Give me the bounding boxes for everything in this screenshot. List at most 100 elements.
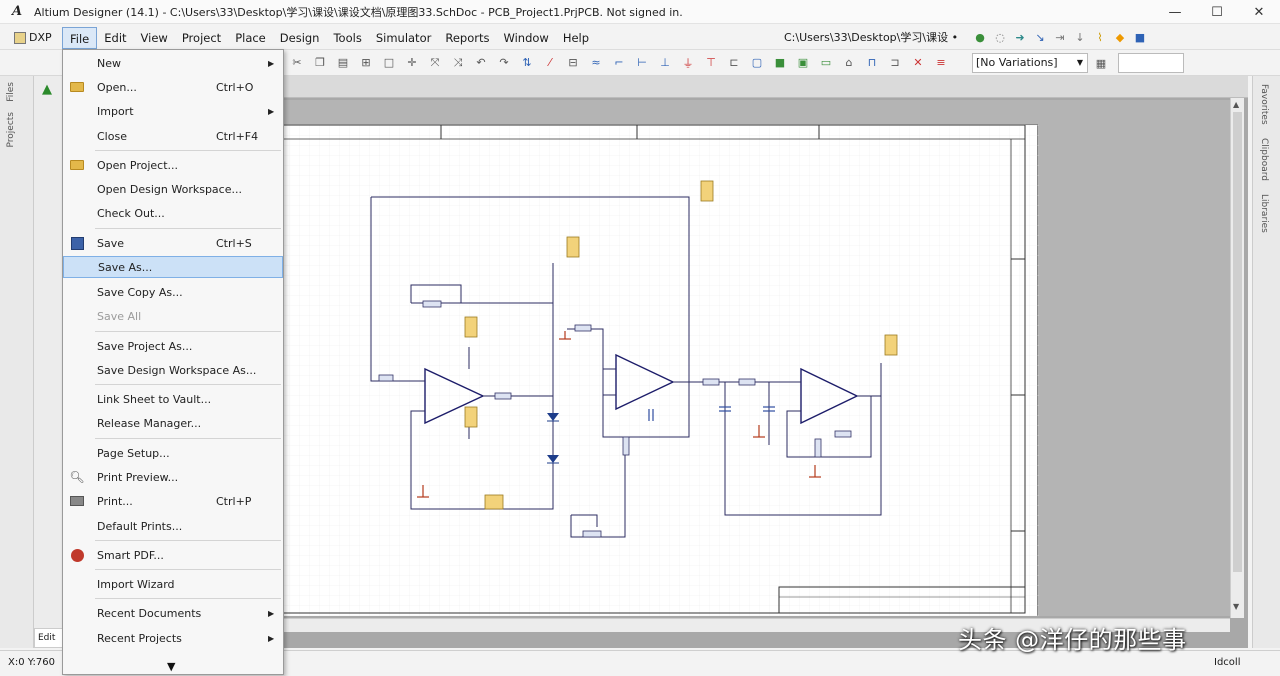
place-harness-icon[interactable]: ⊓ [867, 56, 877, 69]
menu-item-open-project[interactable]: Open Project... [63, 154, 283, 176]
no-erc-icon[interactable]: ✕ [913, 56, 923, 69]
menu-item-new[interactable]: New ▶ [63, 52, 283, 74]
export-icon[interactable]: ⇥ [1055, 30, 1065, 44]
menu-item-save-project-as[interactable]: Save Project As... [63, 335, 283, 357]
menu-item-recent-documents[interactable]: Recent Documents ▶ [63, 602, 283, 624]
go-icon[interactable]: ● [975, 30, 985, 44]
menu-separator [95, 569, 281, 570]
redo-icon[interactable]: ↷ [499, 56, 509, 69]
menu-project[interactable]: Project [181, 30, 222, 45]
menu-item-save[interactable]: Save Ctrl+S [63, 232, 283, 254]
place-sheet-entry-icon[interactable]: ■ [774, 56, 786, 69]
place-wire-icon[interactable]: ≈ [591, 56, 601, 69]
menu-place[interactable]: Place [235, 30, 266, 45]
left-panel-strip: Files Projects [0, 76, 34, 648]
scroll-down-icon[interactable]: ▼ [1233, 602, 1240, 611]
filter-combo[interactable] [1118, 53, 1184, 73]
menu-item-link-sheet-to-vault[interactable]: Link Sheet to Vault... [63, 388, 283, 410]
place-text-icon[interactable]: ≡ [936, 56, 946, 69]
tab-favorites[interactable]: Favorites [1259, 84, 1269, 125]
deselect-icon[interactable]: ⤧ [430, 55, 440, 69]
scroll-up-icon[interactable]: ▲ [1233, 100, 1240, 109]
menu-item-open-design-workspace[interactable]: Open Design Workspace... [63, 178, 283, 200]
menu-item-label: Smart PDF... [97, 548, 164, 562]
paste-icon[interactable]: ▤ [337, 56, 349, 69]
cross-probe-icon[interactable]: ⁄ [549, 56, 551, 69]
diamond-icon[interactable]: ◆ [1115, 30, 1125, 44]
dxp-menu[interactable]: DXP [14, 31, 62, 44]
place-part-icon[interactable]: ⊏ [729, 56, 739, 69]
document-path-combo[interactable]: C:\Users\33\Desktop\学习\课设 • [784, 31, 959, 44]
browse-library-icon[interactable]: ⊟ [568, 56, 578, 69]
clear-filter-icon[interactable]: ⤨ [453, 55, 463, 69]
tab-projects[interactable]: Projects [6, 112, 16, 148]
menu-item-release-manager[interactable]: Release Manager... [63, 412, 283, 434]
horizontal-scrollbar[interactable] [64, 618, 1230, 632]
minimize-button[interactable]: — [1168, 4, 1182, 20]
close-button[interactable]: ✕ [1253, 4, 1265, 20]
menu-item-close[interactable]: Close Ctrl+F4 [63, 125, 283, 147]
place-bus-icon[interactable]: ⌐ [614, 56, 624, 69]
move-icon[interactable]: ✛ [407, 56, 417, 69]
status-right-label: Idcoll [1214, 657, 1241, 668]
place-port-icon[interactable]: ▭ [820, 56, 832, 69]
menu-expand-chevron-icon[interactable]: ▼ [167, 660, 176, 673]
place-device-sheet-icon[interactable]: ▣ [797, 56, 809, 69]
left-bottom-tab[interactable]: Edit [34, 628, 64, 648]
menu-item-save-design-workspace-as[interactable]: Save Design Workspace As... [63, 359, 283, 381]
download-icon[interactable]: ↓ [1075, 30, 1085, 44]
rubber-stamp-icon[interactable]: ⊞ [361, 56, 371, 69]
maximize-button[interactable]: ☐ [1211, 4, 1223, 20]
place-sheet-symbol-icon[interactable]: ▢ [751, 56, 763, 69]
menu-item-shortcut: Ctrl+F4 [216, 129, 259, 143]
wire-tool-icon[interactable]: ↘ [1035, 30, 1045, 44]
menu-item-page-setup[interactable]: Page Setup... [63, 442, 283, 464]
menu-item-save-as[interactable]: Save As... [63, 256, 283, 278]
place-vcc-icon[interactable]: ⊤ [706, 56, 716, 69]
menu-tools[interactable]: Tools [333, 30, 362, 45]
menu-item-default-prints[interactable]: Default Prints... [63, 515, 283, 537]
menu-window[interactable]: Window [503, 30, 549, 45]
panel-arrow-icon[interactable]: ▲ [42, 82, 52, 97]
undo-icon[interactable]: ↶ [476, 56, 486, 69]
menu-reports[interactable]: Reports [445, 30, 490, 45]
menu-item-check-out[interactable]: Check Out... [63, 202, 283, 224]
menu-item-import-wizard[interactable]: Import Wizard [63, 573, 283, 595]
menu-item-smart-pdf[interactable]: Smart PDF... [63, 544, 283, 566]
pin-icon[interactable]: ⌇ [1097, 30, 1103, 44]
nav-arrow-icon[interactable]: ➜ [1015, 30, 1025, 44]
hierarchy-icon[interactable]: ⇅ [522, 56, 532, 69]
tab-libraries[interactable]: Libraries [1259, 194, 1269, 233]
menu-item-recent-projects[interactable]: Recent Projects ▶ [63, 627, 283, 649]
tab-clipboard[interactable]: Clipboard [1259, 138, 1269, 181]
menu-simulator[interactable]: Simulator [375, 30, 432, 45]
menu-file[interactable]: File [62, 26, 98, 49]
variant-manager-icon[interactable]: ▦ [1095, 56, 1107, 70]
menu-view[interactable]: View [140, 30, 168, 45]
menu-design[interactable]: Design [279, 30, 320, 45]
menu-item-print-preview[interactable]: 🔍︎ Print Preview... [63, 466, 283, 488]
cut-icon[interactable]: ✂ [292, 56, 302, 69]
place-gnd-icon[interactable]: ⏚ [682, 56, 694, 70]
menu-item-import[interactable]: Import ▶ [63, 100, 283, 122]
place-directive-icon[interactable]: ⊐ [890, 56, 900, 69]
printer-icon [69, 493, 85, 509]
menu-item-print[interactable]: Print... Ctrl+P [63, 490, 283, 512]
folder-icon [69, 79, 85, 95]
nav-toolbar: ● ◌ ➜ ↘ ⇥ ↓ ⌇ ◆ ■ [972, 29, 1148, 45]
refresh-icon[interactable]: ◌ [995, 30, 1005, 44]
place-bus-entry-icon[interactable]: ⊢ [637, 56, 647, 69]
variations-select[interactable]: [No Variations] ▼ [972, 53, 1088, 73]
panel-icon[interactable]: ■ [1134, 30, 1146, 44]
tab-files[interactable]: Files [6, 82, 16, 102]
vertical-scrollbar[interactable]: ▲ ▼ [1230, 98, 1244, 618]
scroll-thumb[interactable] [1233, 112, 1242, 572]
menu-help[interactable]: Help [562, 30, 590, 45]
menu-item-open[interactable]: Open... Ctrl+O [63, 76, 283, 98]
menu-item-save-copy-as[interactable]: Save Copy As... [63, 281, 283, 303]
copy-icon[interactable]: ❐ [315, 56, 325, 69]
place-no-erc-icon[interactable]: ⌂ [845, 56, 853, 69]
select-area-icon[interactable]: □ [383, 56, 395, 69]
menu-edit[interactable]: Edit [104, 30, 127, 45]
place-net-label-icon[interactable]: ⊥ [660, 56, 670, 69]
